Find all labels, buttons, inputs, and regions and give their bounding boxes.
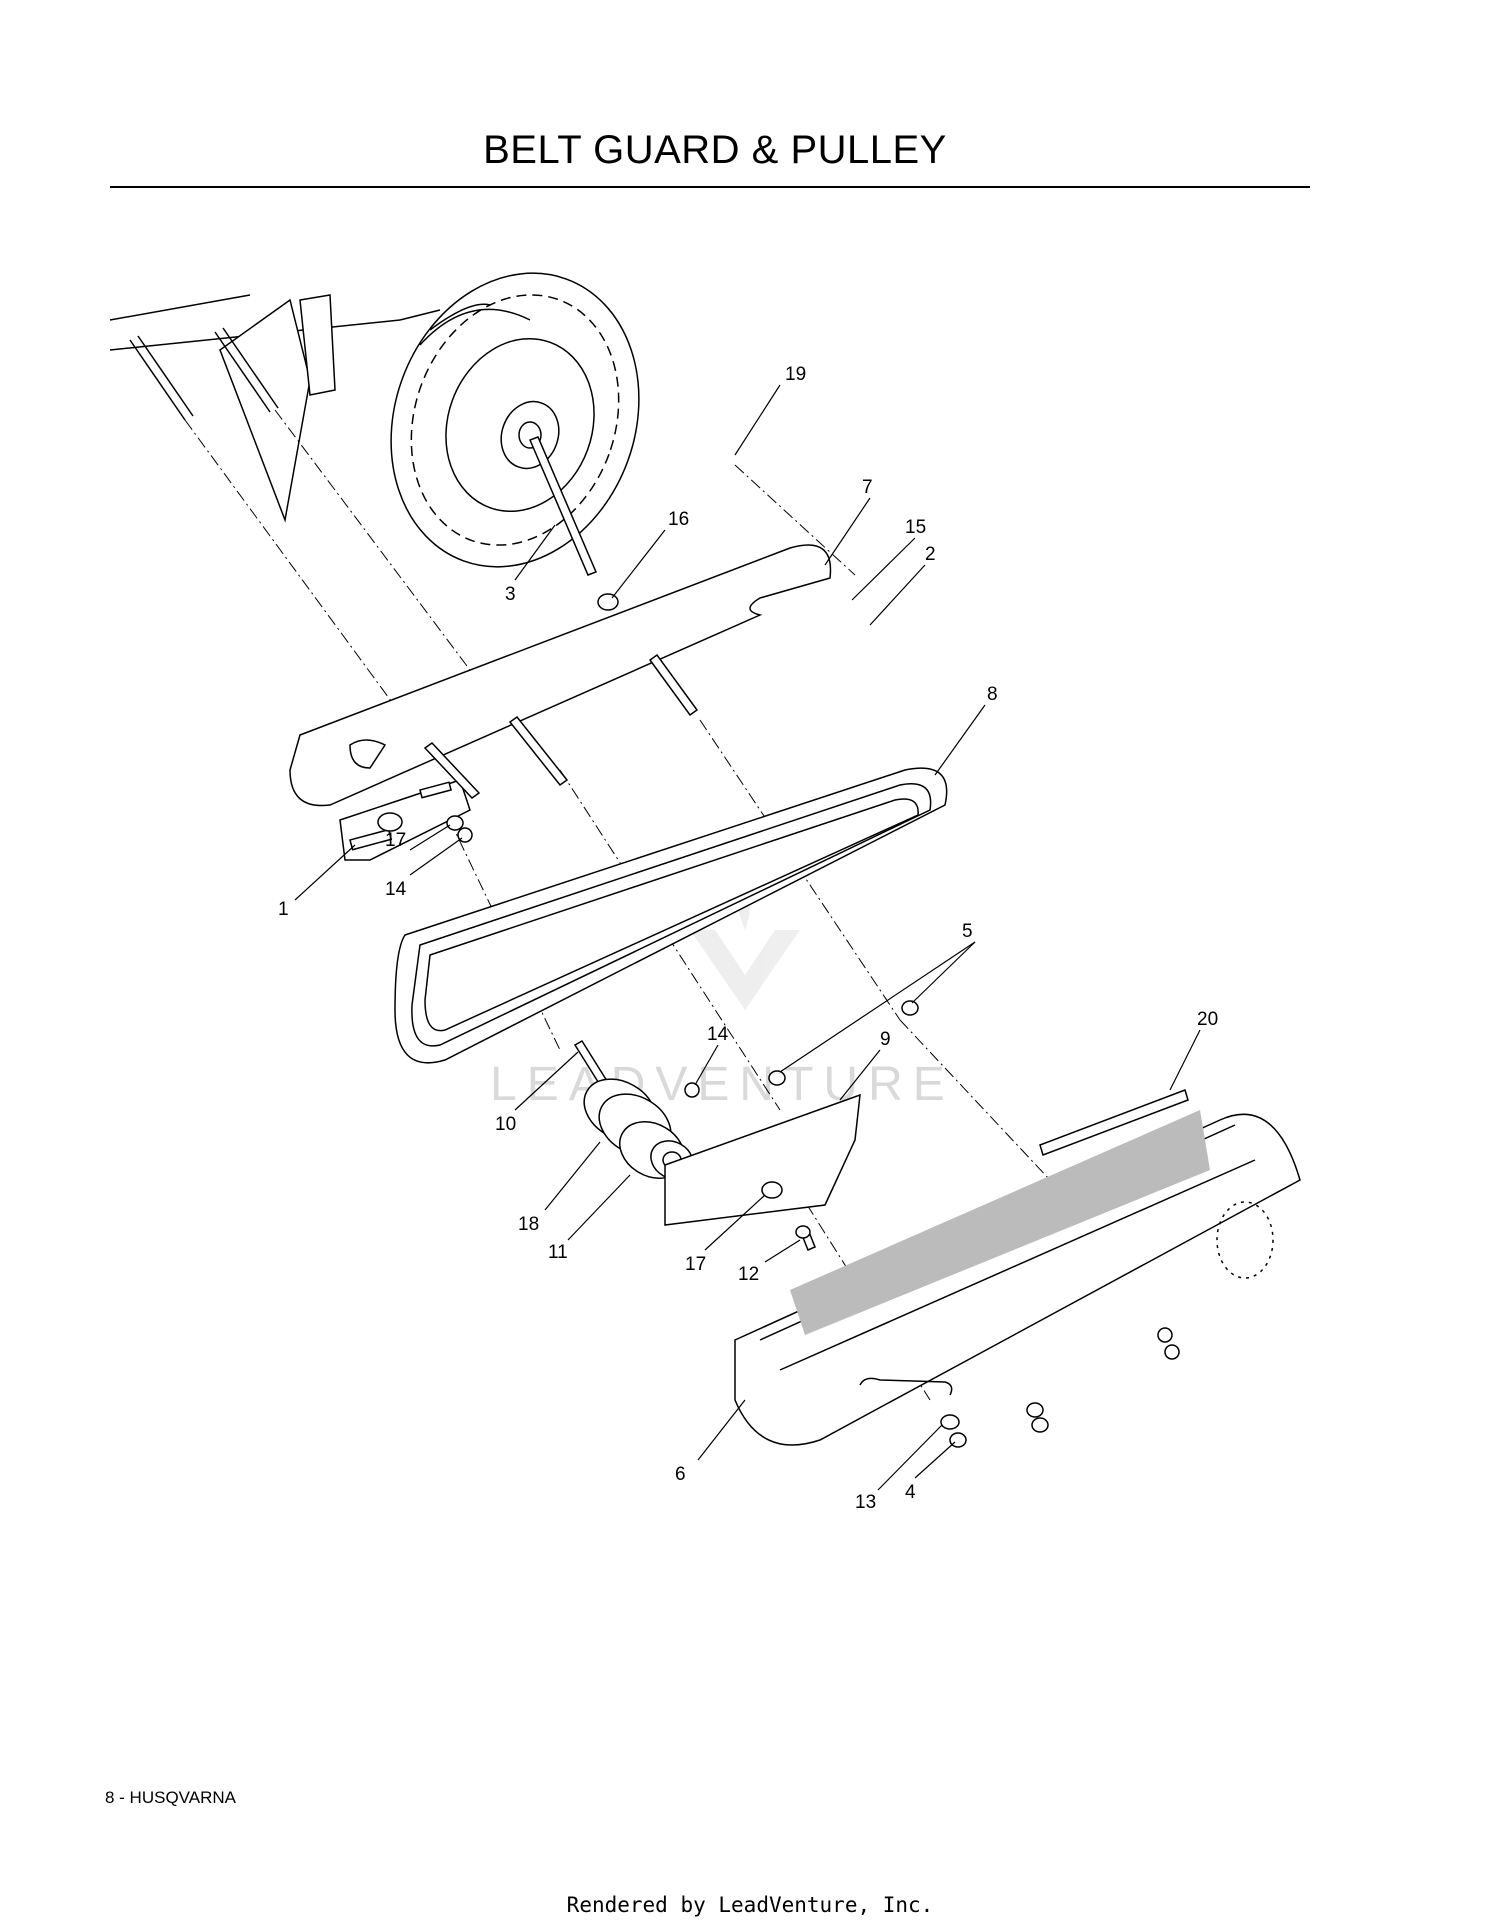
callout-12: 12 [738,1264,759,1285]
housing-fasteners [940,1327,1180,1448]
callout-15: 15 [905,517,926,538]
callout-18: 18 [518,1214,539,1235]
belt-cover-housing [0,0,1301,1446]
callout-19: 19 [785,364,806,385]
callout-2: 2 [925,544,936,565]
wheel-tire [390,272,640,568]
callout-17-upper: 17 [385,830,406,851]
callout-1: 1 [278,899,289,920]
callout-labels: 19 7 16 15 2 3 8 17 14 1 5 14 9 20 10 18… [278,364,1218,1513]
title-rule [110,186,1310,188]
washer-17-upper [446,815,464,831]
watermark-text: LEADVENTURE [490,1058,955,1111]
pins [423,653,699,799]
nut-5-b [768,1070,786,1086]
nut-5-a [901,1000,919,1016]
washer-16 [597,593,619,611]
page-footer-label: 8 - HUSQVARNA [105,1788,236,1807]
housing-vent-dots [790,1110,1210,1335]
callout-4: 4 [905,1482,916,1503]
mower-frame [109,294,441,523]
callout-20: 20 [1197,1009,1218,1030]
callout-14-lower: 14 [707,1024,729,1045]
callout-3: 3 [505,584,516,605]
callout-5: 5 [962,921,973,942]
callout-10: 10 [495,1114,516,1135]
callout-16: 16 [668,509,689,530]
leader-lines [294,384,1201,1491]
trim-strip [1039,1089,1189,1156]
vent-perforation [0,0,1,1]
callout-6: 6 [675,1464,686,1485]
page-title: BELT GUARD & PULLEY [483,128,947,172]
render-credit: Rendered by LeadVenture, Inc. [566,1893,934,1917]
axle-shaft [529,436,597,576]
callout-8: 8 [987,684,998,705]
mounting-bracket [339,779,471,861]
callout-13: 13 [855,1492,876,1513]
nut-14-lower [684,1082,700,1098]
bolt-12 [795,1225,816,1251]
callout-17-lower: 17 [685,1254,706,1275]
drive-belt [394,767,948,1064]
belt-guard-plate [289,544,832,807]
belt-tension-plate [664,1093,861,1226]
callout-14-upper: 14 [385,879,407,900]
callout-7: 7 [862,477,873,498]
callout-11: 11 [548,1242,568,1263]
callout-9: 9 [880,1029,891,1050]
